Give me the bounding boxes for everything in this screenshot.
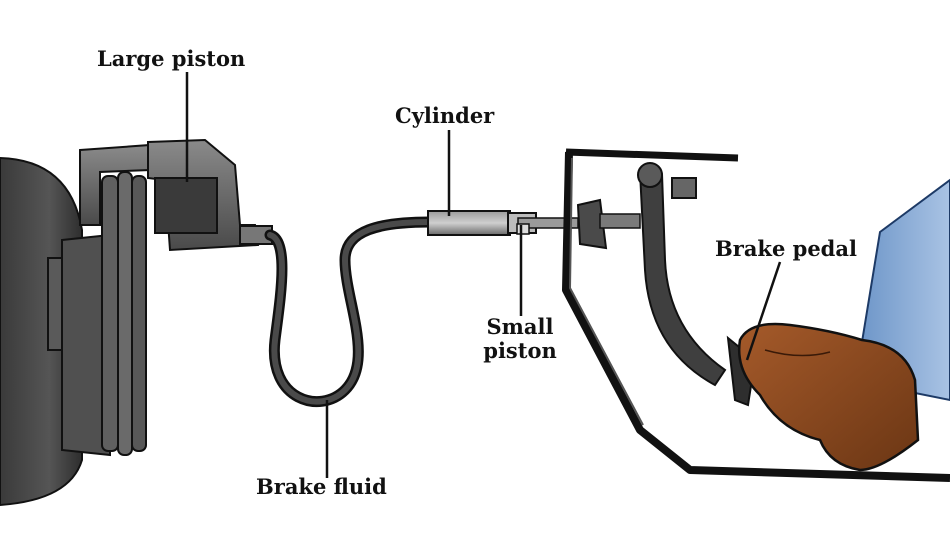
boot-icon [737,322,920,472]
pedal-frame-icon [562,148,950,482]
label-large-piston: Large piston [97,46,246,71]
brake-pedal-icon [637,162,757,407]
brake-hose-icon [264,216,436,408]
leader-brake-pedal [745,261,782,361]
label-brake-fluid: Brake fluid [256,474,387,499]
pushrod-boot-icon [576,198,641,250]
label-small-piston: Small piston [480,315,560,363]
leader-lines [185,72,782,478]
label-cylinder: Cylinder [395,103,495,128]
brake-caliper-icon [79,138,273,252]
master-cylinder-icon [427,210,579,236]
label-small-piston-line1: Small [486,314,554,339]
wheel-disc-icon [0,156,147,507]
label-small-piston-line2: piston [483,338,557,363]
label-brake-pedal: Brake pedal [715,236,857,261]
